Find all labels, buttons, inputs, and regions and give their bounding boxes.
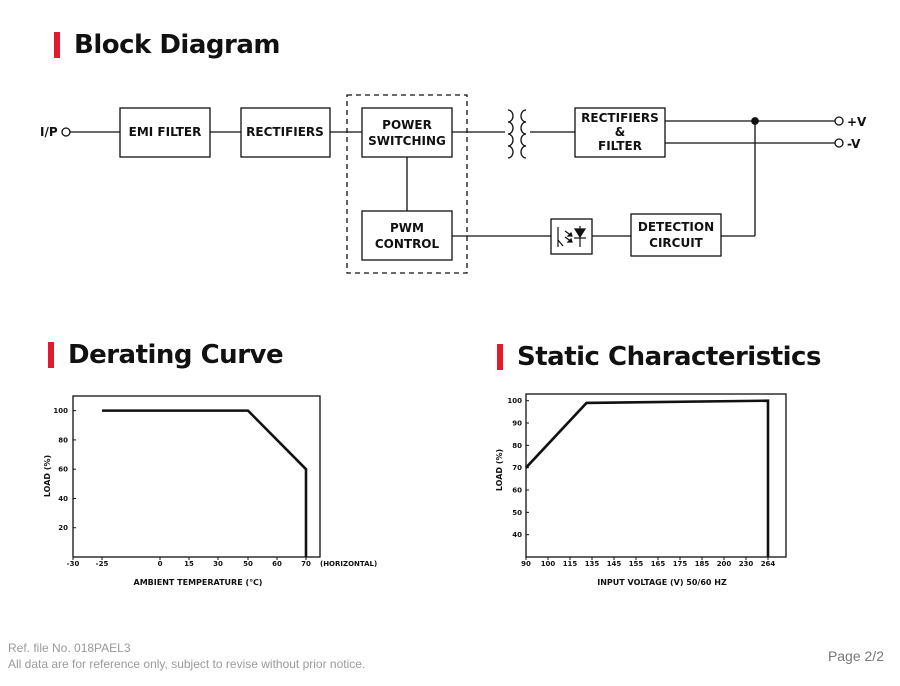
static-x-tick-11: 264 xyxy=(761,560,776,568)
static-heading: Static Characteristics xyxy=(517,342,821,372)
rectifiers-label: RECTIFIERS xyxy=(246,125,324,139)
derating-y-tick-4: 100 xyxy=(53,407,68,415)
detection-circuit-block xyxy=(630,213,722,257)
static-x-tick-6: 165 xyxy=(651,560,666,568)
rectifiers-filter-label-2: & xyxy=(615,125,625,139)
derating-x-tick-7: 70 xyxy=(301,560,311,568)
derating-x-tick-3: 15 xyxy=(184,560,194,568)
derating-x-note: (HORIZONTAL) xyxy=(320,560,377,568)
optocoupler-icon xyxy=(557,226,587,247)
detection-circuit-label-1: DETECTION xyxy=(638,220,714,234)
static-x-tick-2: 115 xyxy=(563,560,578,568)
rectifiers-filter-label-1: RECTIFIERS xyxy=(581,111,659,125)
title-accent-bar xyxy=(54,32,60,58)
derating-heading: Derating Curve xyxy=(68,340,284,370)
input-terminal xyxy=(61,127,71,137)
block-diagram: I/P EMI FILTER RECTIFIERS POWER SWITCHIN… xyxy=(40,94,867,274)
static-y-tick-0: 40 xyxy=(512,531,522,539)
static-x-tick-1: 100 xyxy=(541,560,556,568)
static-x-tick-8: 185 xyxy=(695,560,710,568)
power-switching-label-1: POWER xyxy=(382,118,432,132)
static-y-tick-6: 100 xyxy=(507,397,522,405)
derating-y-tick-0: 20 xyxy=(58,524,68,532)
static-title: Static Characteristics xyxy=(497,342,821,372)
footer-ref: Ref. file No. 018PAEL3 xyxy=(8,641,131,655)
rectifiers-filter-label-3: FILTER xyxy=(598,139,642,153)
derating-y-tick-1: 40 xyxy=(58,495,68,503)
derating-xlabel: AMBIENT TEMPERATURE (℃) xyxy=(134,578,263,587)
transformer-icon xyxy=(507,109,527,159)
static-x-tick-9: 200 xyxy=(717,560,732,568)
derating-x-tick-6: 60 xyxy=(272,560,282,568)
power-switching-block xyxy=(361,107,453,158)
output-pos-terminal xyxy=(834,116,844,126)
static-x-tick-3: 135 xyxy=(585,560,600,568)
output-neg-label: -V xyxy=(847,137,861,151)
derating-x-tick-2: 0 xyxy=(158,560,163,568)
static-y-tick-4: 80 xyxy=(512,442,522,450)
derating-y-tick-2: 60 xyxy=(58,466,68,474)
static-ylabel: LOAD (%) xyxy=(495,449,504,491)
power-switching-label-2: SWITCHING xyxy=(368,134,446,148)
static-y-tick-5: 90 xyxy=(512,420,522,428)
static-xlabel: INPUT VOLTAGE (V) 50/60 HZ xyxy=(597,578,727,587)
detection-circuit-label-2: CIRCUIT xyxy=(649,236,704,250)
rectifiers-filter-block xyxy=(574,107,666,158)
static-x-tick-5: 155 xyxy=(629,560,644,568)
footer-note: All data are for reference only, subject… xyxy=(8,657,366,671)
static-x-tick-7: 175 xyxy=(673,560,688,568)
derating-x-tick-4: 30 xyxy=(213,560,223,568)
block-diagram-heading: Block Diagram xyxy=(74,30,280,60)
pwm-control-block xyxy=(361,210,453,261)
static-y-tick-2: 60 xyxy=(512,487,522,495)
static-plot-frame xyxy=(525,393,787,558)
dashed-boundary xyxy=(346,94,468,274)
rectifiers-block xyxy=(240,107,331,158)
title-accent-bar xyxy=(48,342,54,368)
output-neg-terminal xyxy=(834,138,844,148)
emi-filter-label: EMI FILTER xyxy=(129,125,202,139)
derating-y-tick-3: 80 xyxy=(58,436,68,444)
derating-x-tick-5: 50 xyxy=(243,560,253,568)
static-x-tick-0: 90 xyxy=(521,560,531,568)
pwm-control-label-1: PWM xyxy=(390,221,424,235)
derating-ylabel: LOAD (%) xyxy=(43,455,52,497)
derating-x-tick-0: -30 xyxy=(67,560,80,568)
derating-series-line xyxy=(102,409,308,557)
derating-plot-frame xyxy=(72,395,321,558)
input-label: I/P xyxy=(40,125,58,139)
output-pos-label: +V xyxy=(847,115,867,129)
block-diagram-title: Block Diagram xyxy=(54,30,280,60)
static-x-tick-10: 230 xyxy=(739,560,754,568)
static-series-line xyxy=(525,399,770,557)
static-y-tick-1: 50 xyxy=(512,509,522,517)
page-number: Page 2/2 xyxy=(827,648,884,664)
title-accent-bar xyxy=(497,344,503,370)
static-y-tick-3: 70 xyxy=(512,464,522,472)
derating-title: Derating Curve xyxy=(48,340,284,370)
static-x-tick-4: 145 xyxy=(607,560,622,568)
derating-x-tick-1: -25 xyxy=(96,560,109,568)
emi-filter-block xyxy=(119,107,211,158)
pwm-control-label-2: CONTROL xyxy=(375,237,440,251)
